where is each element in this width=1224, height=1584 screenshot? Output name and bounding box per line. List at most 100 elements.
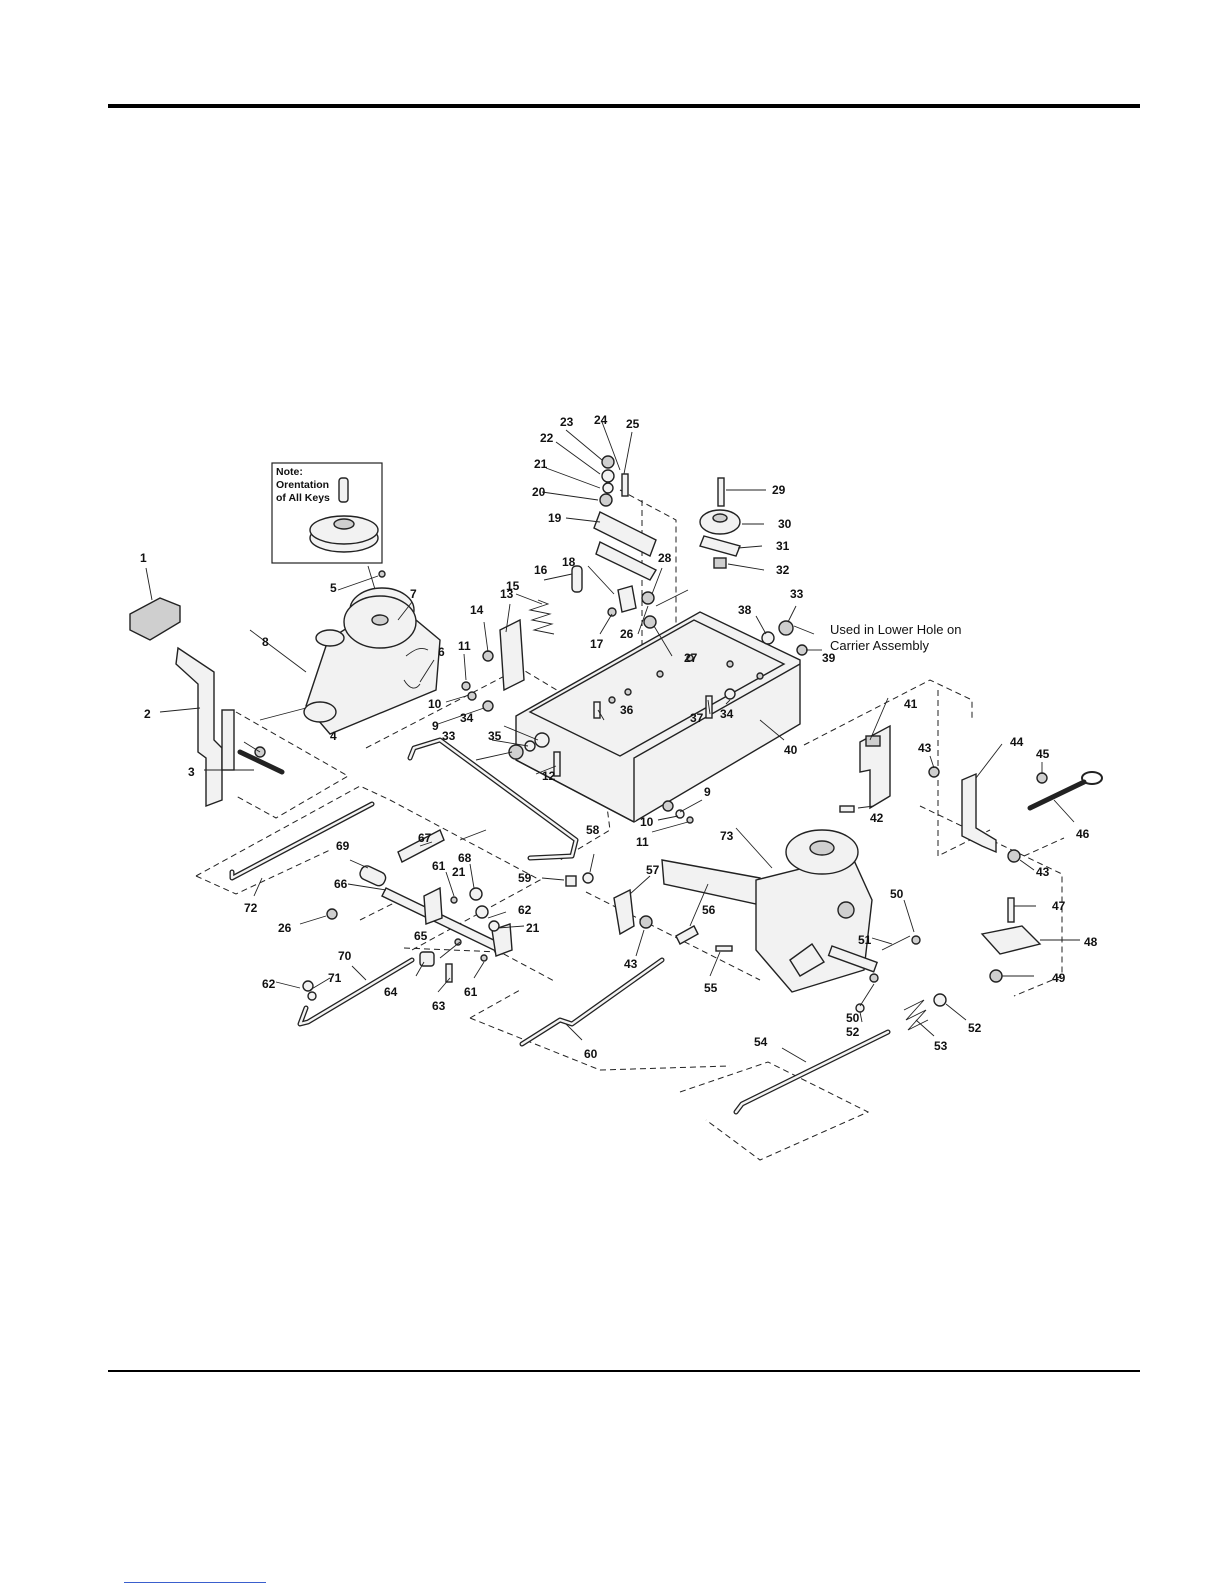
control-rods: [229, 737, 891, 1115]
leader-lines: [145, 421, 1080, 1063]
bolt-49: [989, 969, 1003, 983]
main-pulley-hub: [371, 614, 389, 626]
label-57: 57: [646, 863, 660, 877]
note-line-3: of All Keys: [276, 492, 330, 504]
bolt-42: [839, 805, 855, 813]
label-15: 15: [506, 579, 520, 593]
label-49: 49: [1052, 971, 1066, 985]
pulley-key: [378, 570, 386, 578]
label-50-top: 50: [890, 887, 904, 901]
label-63: 63: [432, 999, 446, 1013]
label-8: 8: [262, 635, 269, 649]
idler-top: [315, 629, 345, 647]
bracket-57: [613, 888, 635, 936]
label-25: 25: [626, 417, 640, 431]
label-70: 70: [338, 949, 352, 963]
label-17: 17: [590, 637, 604, 651]
idler-bottom: [303, 701, 337, 723]
label-62-right: 62: [518, 903, 532, 917]
label-1: 1: [140, 551, 147, 565]
axle-left: [661, 859, 761, 905]
lever-bracket: [221, 709, 235, 771]
spring-15: [528, 599, 555, 635]
note-line-1: Note:: [276, 466, 303, 478]
label-29: 29: [772, 483, 786, 497]
label-21-low: 21: [526, 921, 540, 935]
spring-28: [655, 589, 689, 607]
nut-58: [582, 872, 594, 884]
label-21-top: 21: [534, 457, 548, 471]
label-72: 72: [244, 901, 258, 915]
spacer-64: [419, 951, 435, 967]
label-44: 44: [1010, 735, 1024, 749]
footer-link-underline[interactable]: [124, 1582, 266, 1583]
pivot-rod: [237, 749, 285, 775]
frame-inner-floor: [528, 619, 786, 757]
label-12: 12: [542, 769, 556, 783]
label-46: 46: [1076, 827, 1090, 841]
label-32: 32: [776, 563, 790, 577]
label-66: 66: [334, 877, 348, 891]
label-47: 47: [1052, 899, 1066, 913]
label-4: 4: [330, 729, 337, 743]
label-35: 35: [488, 729, 502, 743]
nut-9-front: [662, 800, 674, 812]
label-36: 36: [620, 703, 634, 717]
label-22: 22: [540, 431, 554, 445]
label-54: 54: [754, 1035, 768, 1049]
bolt-39: [796, 644, 808, 656]
label-9-left: 9: [432, 719, 439, 733]
label-53: 53: [934, 1039, 948, 1053]
label-48: 48: [1084, 935, 1098, 949]
spring-53: [903, 999, 929, 1031]
label-24: 24: [594, 413, 608, 427]
label-43-mid: 43: [624, 957, 638, 971]
bolt-14: [482, 650, 494, 662]
nut-50-top: [911, 935, 921, 945]
pedal-lever: [175, 646, 223, 808]
callout-line-1: Used in Lower Hole on: [830, 622, 962, 637]
label-71: 71: [328, 971, 342, 985]
bolt-36: [593, 701, 601, 719]
header-rule: [108, 104, 1140, 108]
pedal-assembly: [129, 597, 285, 808]
carrier-frame: [515, 611, 801, 823]
rod-46: [1027, 779, 1087, 811]
label-50-bottom: 50: [846, 1011, 860, 1025]
spacer-35: [534, 732, 550, 748]
label-39: 39: [822, 651, 836, 665]
nut-17: [607, 607, 617, 617]
bolt-47: [1007, 897, 1015, 923]
label-65: 65: [414, 929, 428, 943]
washer-34-top: [724, 688, 736, 700]
label-10-right: 10: [640, 815, 654, 829]
label-43-right: 43: [1036, 865, 1050, 879]
arm-66: [423, 886, 443, 925]
label-3: 3: [188, 765, 195, 779]
label-5: 5: [330, 581, 337, 595]
footer-rule: [108, 1370, 1140, 1372]
label-7: 7: [410, 587, 417, 601]
bolt-55: [715, 945, 733, 952]
bolt-63: [445, 963, 453, 983]
label-52-left: 52: [846, 1025, 860, 1039]
label-21-mid: 21: [452, 865, 466, 879]
label-64: 64: [384, 985, 398, 999]
spring-51: [881, 935, 911, 951]
pin-16: [571, 565, 583, 593]
label-73: 73: [720, 829, 734, 843]
label-68: 68: [458, 851, 472, 865]
label-41: 41: [904, 697, 918, 711]
upper-bracket-parts: [461, 565, 637, 712]
note-pulley-face: [309, 515, 379, 545]
label-28: 28: [658, 551, 672, 565]
label-62-left: 62: [262, 977, 276, 991]
nut-33: [508, 744, 524, 760]
washer-10-front: [675, 809, 685, 819]
bracket-18: [617, 585, 637, 613]
right-side-brackets: [839, 724, 1103, 983]
spacer-32: [713, 557, 727, 569]
sleeve-69: [359, 865, 387, 887]
bolt-59: [565, 875, 577, 887]
